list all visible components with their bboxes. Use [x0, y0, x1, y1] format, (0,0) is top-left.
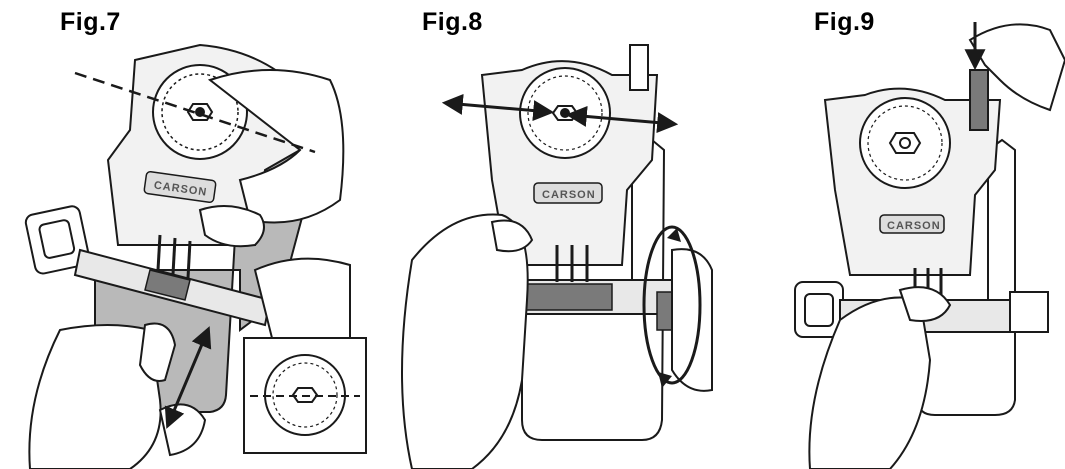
brand-label: CARSON: [542, 189, 596, 201]
left-double-arrow: [441, 93, 555, 122]
hand-outlines: [401, 213, 713, 469]
figure-9-illustration: CARSON: [794, 22, 1065, 469]
figure-label: Fig.7: [60, 8, 121, 36]
alignment-dashed-line: [74, 71, 316, 154]
figure-9-panel: CARSON Fig.9: [770, 0, 1065, 469]
figure-7-illustration: CARSON: [24, 43, 367, 469]
figure-label: Fig.8: [422, 8, 483, 36]
right-double-arrow: [565, 105, 679, 134]
slide-double-arrow: [164, 326, 212, 429]
clamp-bar: [24, 205, 272, 327]
hand-outlines: [28, 69, 351, 469]
figure-label: Fig.9: [814, 8, 875, 36]
clamp-bar: [794, 268, 1049, 338]
figure-8-illustration: CARSON: [401, 44, 713, 469]
figure-8-panel: CARSON Fig.8: [372, 0, 713, 469]
figure-7-panel: CARSON: [0, 0, 367, 469]
brand-label: CARSON: [887, 220, 941, 232]
mount-plate: CARSON: [823, 69, 1002, 276]
rotation-ellipse: [642, 225, 702, 385]
hand-outlines: [808, 23, 1065, 469]
inset-detail: [243, 337, 367, 454]
